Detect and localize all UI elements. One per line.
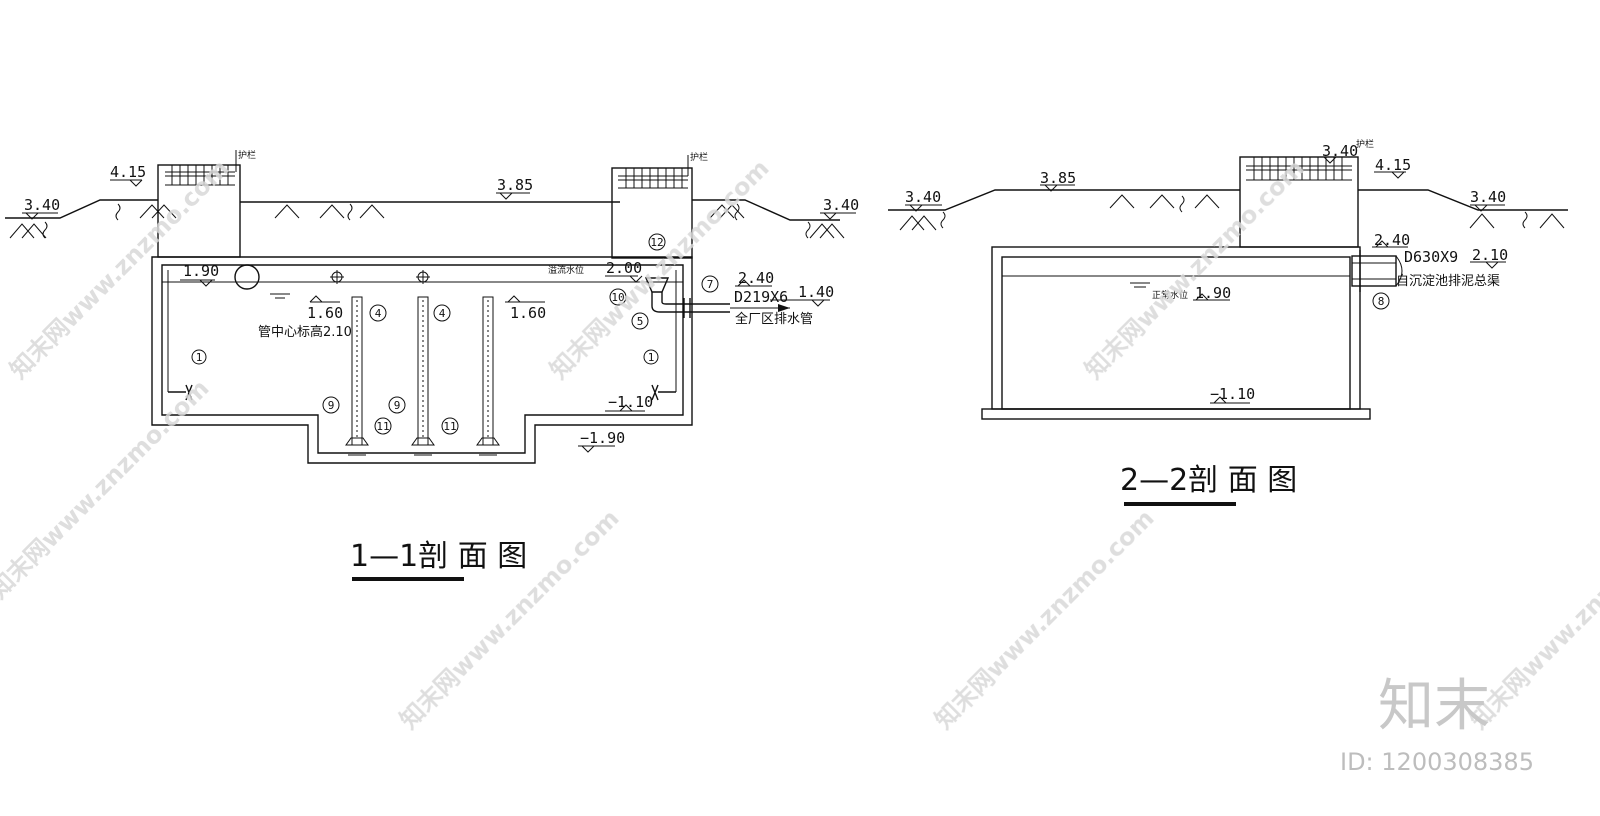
s1-callout-7: 7 (707, 278, 714, 291)
section-1-1 (5, 150, 856, 581)
s2-elev-wall-top: 4.15 (1375, 156, 1411, 174)
s1-callout-1b: 1 (648, 351, 655, 364)
s1-callout-9a: 9 (328, 399, 335, 412)
break-marks (42, 203, 811, 239)
s1-elev-water: 1.90 (183, 262, 219, 280)
s2-right-ground (1358, 189, 1568, 211)
soil-hatch (9, 204, 845, 239)
s1-callout-4a: 4 (375, 307, 382, 320)
s1-drain-pipe-size: D219X6 (734, 288, 788, 306)
s1-drain-pipe-name: 全厂区排水管 (735, 311, 813, 327)
s2-pipe-name: 自沉淀池排泥总渠 (1396, 274, 1500, 289)
tank-outer-wall (151, 256, 693, 464)
right-ground-line (692, 199, 840, 221)
s2-elevation-markers (905, 156, 1506, 404)
s1-callout-1a: 1 (196, 351, 203, 364)
s1-elev-left-wall-top: 4.15 (110, 163, 146, 181)
s1-elev-inlet-left: 1.60 (307, 304, 343, 322)
watermark-text-4: 知末网www.znzmo.com (0, 374, 215, 604)
s2-pipe (1351, 250, 1403, 292)
s1-callout-9b: 9 (394, 399, 401, 412)
right-wall-tower (611, 167, 693, 259)
section-2-texts: 3.40 3.85 3.40 4.15 3.40 2.40 2.10 1.90 … (905, 138, 1508, 498)
s2-callout-8: 8 (1378, 295, 1385, 308)
section-2-2 (888, 156, 1568, 506)
s1-guardrail-left-label: 护栏 (238, 149, 256, 161)
s1-callout-11b: 11 (443, 420, 456, 433)
small-pipe-sections (330, 270, 430, 284)
s1-elev-berm: 3.85 (497, 176, 533, 194)
s1-elev-floor-lower: −1.90 (580, 429, 625, 447)
watermark-id: ID: 1200308385 (1340, 748, 1534, 776)
s2-elev-rail-top: 3.40 (1322, 142, 1358, 160)
s2-guardrail (1246, 157, 1352, 181)
s2-elev-left-ground: 3.40 (905, 188, 941, 206)
section-1-texts: 3.40 4.15 3.85 3.40 1.90 2.00 2.40 1.40 … (24, 149, 859, 574)
overflow-assembly (644, 277, 790, 318)
aerator-pipes (345, 296, 500, 456)
s2-elev-berm: 3.85 (1040, 169, 1076, 187)
section-1-title: 1—1剖 面 图 (350, 539, 527, 574)
s2-callout-circle (1372, 292, 1390, 310)
s2-elev-pipe-top: 2.40 (1374, 231, 1410, 249)
callout-circles (191, 233, 719, 435)
s1-elev-overflow: 2.00 (606, 259, 642, 277)
s2-pipe-size: D630X9 (1404, 248, 1458, 266)
s2-elev-water: 1.90 (1195, 284, 1231, 302)
s1-pipe-center-label: 管中心标高2.10 (258, 324, 352, 340)
watermark-logo: 知末 (1378, 674, 1490, 739)
mixers (167, 270, 677, 401)
elevation-markers (22, 179, 856, 453)
section-2-title-underline (1124, 502, 1236, 506)
section-1-title-underline (352, 577, 464, 581)
s2-elev-right-ground: 3.40 (1470, 188, 1506, 206)
right-guardrail (618, 155, 689, 189)
main-pipe-section (234, 264, 260, 290)
tank-inner-wall (161, 264, 684, 454)
s1-callout-11a: 11 (376, 420, 389, 433)
watermark-text-6: 知末网www.znzmo.com (929, 504, 1159, 734)
s1-elev-floor-upper: −1.10 (608, 393, 653, 411)
s2-base-slab (981, 408, 1371, 420)
s2-guardrail-label: 护栏 (1356, 138, 1374, 150)
s1-elev-pipe-level: 1.40 (798, 283, 834, 301)
section-2-title: 2—2剖 面 图 (1120, 463, 1297, 498)
s2-elev-pipe-level: 2.10 (1472, 246, 1508, 264)
s1-elev-right-ground: 3.40 (823, 196, 859, 214)
s1-callout-12: 12 (650, 236, 663, 249)
s1-elev-pipe-out: 2.40 (738, 269, 774, 287)
s2-normal-water-label: 正常水位 (1152, 289, 1188, 301)
s1-guardrail-right-label: 护栏 (690, 151, 708, 163)
s1-elev-inlet-right: 1.60 (510, 304, 546, 322)
s1-elev-left-ground: 3.40 (24, 196, 60, 214)
s1-callout-10: 10 (611, 291, 624, 304)
s2-elev-floor: −1.10 (1210, 385, 1255, 403)
left-guardrail (165, 150, 237, 186)
s1-callout-4b: 4 (439, 307, 446, 320)
s1-overflow-label: 溢流水位 (548, 264, 584, 276)
s1-callout-5: 5 (637, 315, 644, 328)
s2-soil-hatch (899, 194, 1565, 231)
watermark-text-3: 知末网www.znzmo.com (1079, 154, 1309, 384)
